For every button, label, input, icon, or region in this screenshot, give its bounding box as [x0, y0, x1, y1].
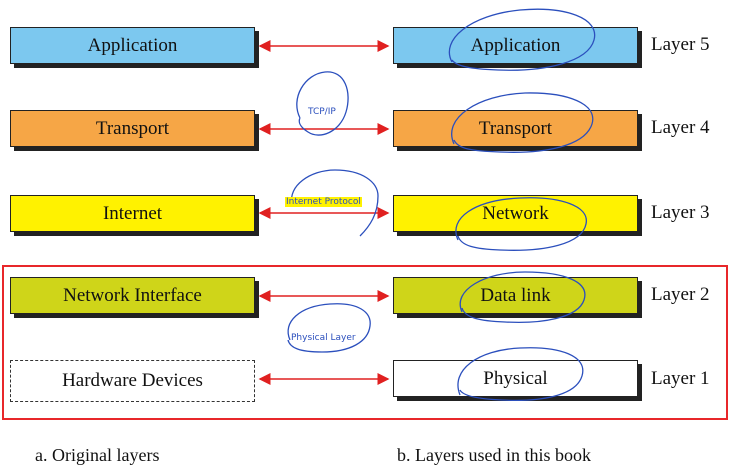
caption-original-layers: a. Original layers: [35, 445, 160, 465]
original-layer-application: Application: [10, 27, 255, 64]
annotation-tcp-ip: TCP/IP: [308, 107, 336, 117]
original-layer-hardware-devices: Hardware Devices: [10, 360, 255, 402]
highlight-box: [2, 265, 728, 420]
original-layer-transport: Transport: [10, 110, 255, 147]
original-layer-internet: Internet: [10, 195, 255, 232]
layer-number-1: Layer 1: [651, 368, 710, 389]
book-layer-application: Application: [393, 27, 638, 64]
layer-number-4: Layer 4: [651, 117, 710, 138]
ink-scribbles: [448, 8, 596, 402]
original-layer-network-interface: Network Interface: [10, 277, 255, 314]
book-layer-network: Network: [393, 195, 638, 232]
caption-book-layers: b. Layers used in this book: [397, 445, 591, 465]
annotation-physical-layer: Physical Layer: [291, 333, 356, 343]
annotation-internet-protocol: Internet Protocol: [285, 197, 362, 207]
book-layer-transport: Transport: [393, 110, 638, 147]
layer-number-2: Layer 2: [651, 284, 710, 305]
layer-number-5: Layer 5: [651, 34, 710, 55]
layer-number-3: Layer 3: [651, 202, 710, 223]
book-layer-physical: Physical: [393, 360, 638, 397]
book-layer-data-link: Data link: [393, 277, 638, 314]
